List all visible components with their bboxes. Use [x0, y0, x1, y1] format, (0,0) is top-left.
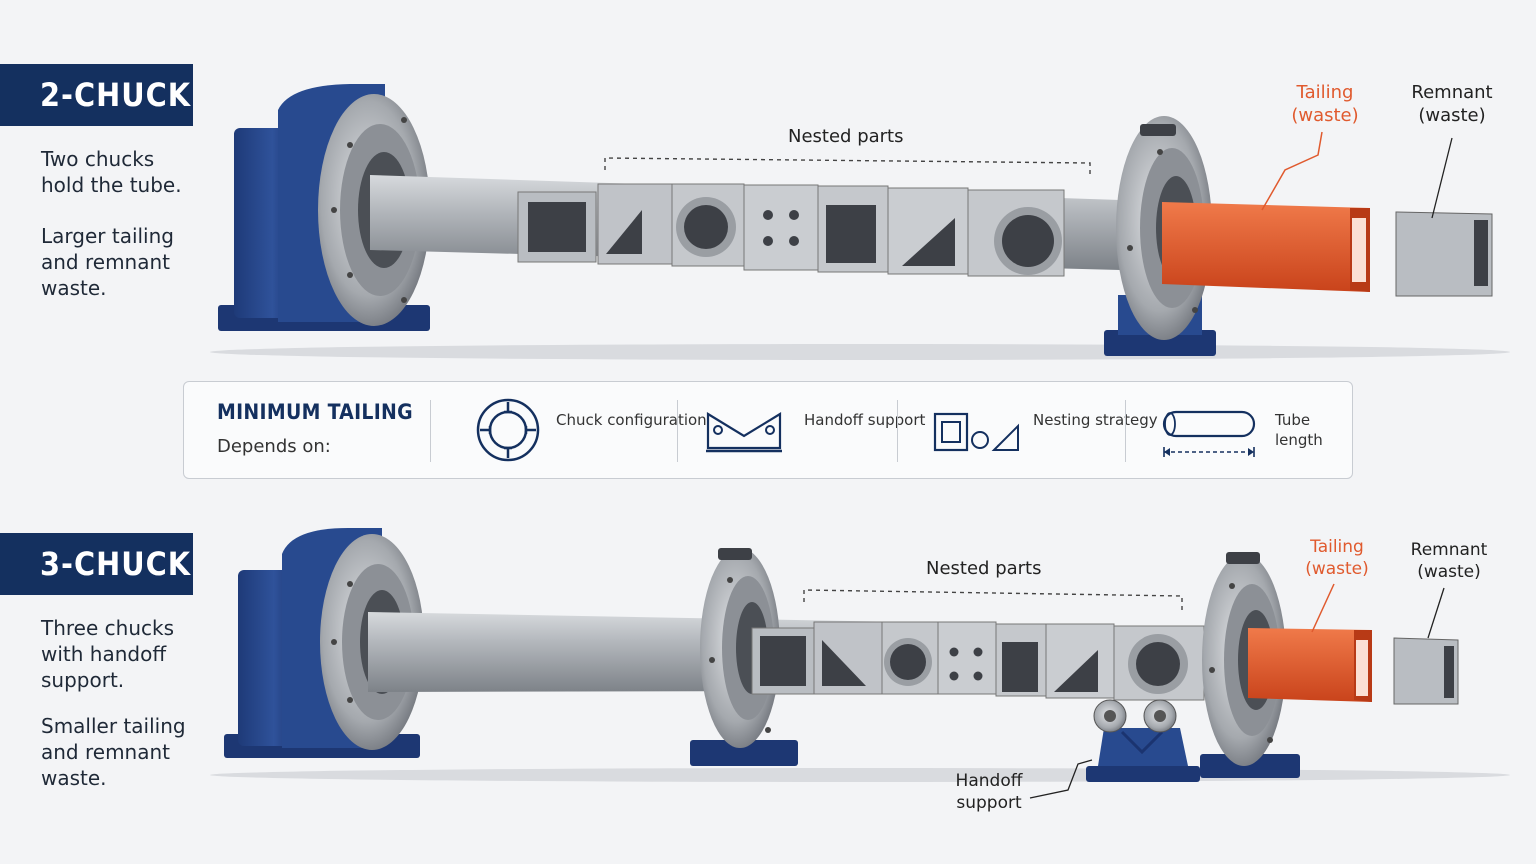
nested-parts-row — [517, 183, 1065, 277]
nesting-icon — [933, 412, 1019, 452]
handoff-support-label: Handoff support — [955, 771, 1023, 813]
three-chuck-waste-note: Smaller tailing and remnant waste. — [41, 714, 186, 790]
handoff-support-unit — [1086, 699, 1200, 782]
tailing-waste-segment — [1162, 202, 1370, 292]
handoff-support-icon — [706, 412, 782, 453]
remnant-waste-block — [1393, 637, 1459, 705]
remnant-label-bottom: Remnant (waste) — [1410, 540, 1488, 582]
factor-label-chuck: Chuck configuration — [556, 411, 707, 429]
two-chuck-machine-illustration — [210, 84, 1510, 360]
two-chuck-description: Two chucks hold the tube. — [41, 147, 182, 197]
tailing-label-top: Tailing (waste) — [1291, 82, 1359, 126]
nested-parts-label-top: Nested parts — [788, 126, 904, 147]
nested-parts-row — [751, 621, 1205, 701]
remnant-label-top: Remnant (waste) — [1411, 82, 1493, 126]
remnant-waste-block — [1395, 211, 1493, 297]
panel-divider — [1125, 400, 1126, 462]
nested-parts-label-bottom: Nested parts — [926, 558, 1042, 579]
three-chuck-description: Three chucks with handoff support. — [41, 616, 174, 692]
factor-label-handoff: Handoff support — [804, 411, 926, 429]
panel-divider — [677, 400, 678, 462]
middle-chuck — [690, 548, 798, 766]
two-chuck-waste-note: Larger tailing and remnant waste. — [41, 224, 174, 300]
minimum-tailing-panel: MINIMUM TAILING Depends on: Chuck config… — [183, 381, 1353, 479]
chuck-icon — [476, 398, 540, 462]
factor-label-nesting: Nesting strategy — [1033, 411, 1158, 429]
panel-subtitle: Depends on: — [217, 436, 331, 457]
tailing-label-bottom: Tailing (waste) — [1305, 537, 1369, 579]
three-chuck-badge: 3-CHUCK — [0, 533, 193, 595]
two-chuck-badge: 2-CHUCK — [0, 64, 193, 126]
panel-divider — [897, 400, 898, 462]
factor-label-tube-length: Tube length — [1275, 411, 1323, 449]
three-chuck-machine-illustration — [210, 528, 1510, 799]
tube-length-icon — [1162, 410, 1256, 457]
panel-title: MINIMUM TAILING — [217, 400, 413, 424]
panel-divider — [430, 400, 431, 462]
tailing-waste-segment — [1248, 628, 1372, 702]
